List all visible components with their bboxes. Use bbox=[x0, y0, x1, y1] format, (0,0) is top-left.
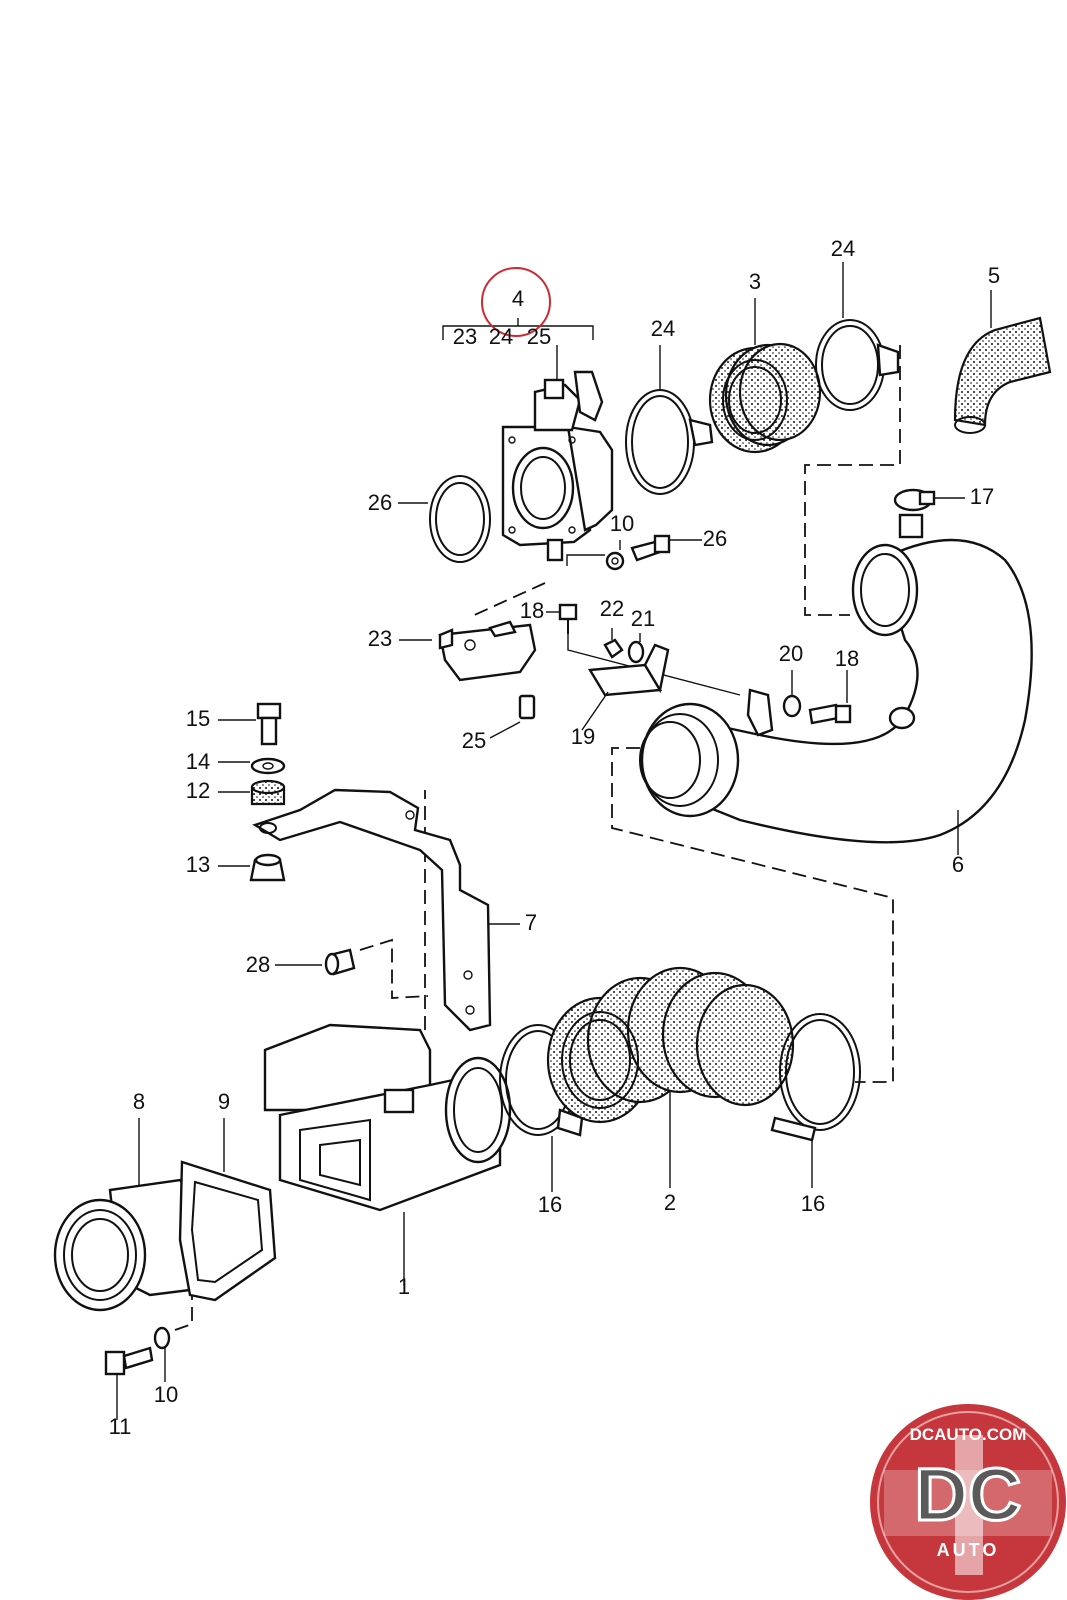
part-7-support-bracket bbox=[252, 788, 520, 1032]
callout-20: 20 bbox=[779, 641, 803, 666]
callout-1: 1 bbox=[398, 1274, 410, 1299]
part-10-washer bbox=[153, 1296, 193, 1382]
part-5-breather-hose bbox=[953, 290, 1052, 434]
part-17-small-clamp bbox=[893, 488, 965, 512]
part-4-throttle-body bbox=[501, 345, 614, 562]
part-24-hose-clamp-left bbox=[625, 345, 714, 495]
callout-4: 4 bbox=[512, 286, 524, 311]
part-28-grommet bbox=[275, 948, 356, 976]
callout-18: 18 bbox=[835, 646, 859, 671]
part-6-intake-elbow bbox=[639, 513, 1033, 855]
callout-16: 16 bbox=[538, 1192, 562, 1217]
part-15-bolt bbox=[218, 702, 282, 746]
callout-18: 18 bbox=[520, 598, 544, 623]
assembly-lines bbox=[359, 345, 901, 1083]
callout-3: 3 bbox=[749, 269, 761, 294]
callout-6: 6 bbox=[952, 852, 964, 877]
highlight-circle bbox=[481, 267, 551, 337]
part-11-bolt bbox=[104, 1346, 154, 1420]
callout-8: 8 bbox=[133, 1089, 145, 1114]
callout-bracket-4 bbox=[442, 267, 594, 340]
watermark-letters: DC bbox=[915, 1453, 1022, 1536]
callout-16: 16 bbox=[801, 1191, 825, 1216]
callout-24: 24 bbox=[831, 236, 855, 261]
part-18-22-21-hardware bbox=[546, 603, 645, 664]
callout-24: 24 bbox=[489, 324, 513, 349]
callout-7: 7 bbox=[525, 910, 537, 935]
callout-10: 10 bbox=[154, 1382, 178, 1407]
callout-17: 17 bbox=[970, 484, 994, 509]
part-26-o-ring bbox=[398, 475, 491, 563]
part-1-air-flow-meter bbox=[263, 1023, 512, 1286]
callout-2: 2 bbox=[664, 1190, 676, 1215]
watermark-top-text: DCAUTO.COM bbox=[910, 1425, 1027, 1444]
callout-19: 19 bbox=[571, 724, 595, 749]
part-2-intake-bellows bbox=[546, 966, 795, 1188]
callout-13: 13 bbox=[186, 852, 210, 877]
callout-5: 5 bbox=[988, 263, 1000, 288]
watermark-bottom-text: AUTO bbox=[937, 1540, 1000, 1560]
dcauto-watermark-logo: DCAUTO.COM DC AUTO bbox=[870, 1404, 1066, 1600]
part-19-bracket bbox=[581, 643, 670, 731]
part-3-rubber-connector bbox=[708, 298, 822, 454]
callout-labels: 4 23 24 25 24 3 24 5 26 10 26 17 18 22 2… bbox=[109, 236, 1001, 1439]
callout-21: 21 bbox=[631, 606, 655, 631]
callout-11: 11 bbox=[109, 1414, 132, 1439]
part-12-rubber-mount bbox=[218, 779, 286, 806]
callout-10: 10 bbox=[610, 511, 634, 536]
part-9-gasket bbox=[178, 1118, 277, 1302]
part-16-hose-clamp-right bbox=[770, 1013, 861, 1188]
callout-26: 26 bbox=[368, 490, 392, 515]
part-10-26-screw-washer bbox=[605, 534, 702, 571]
callout-15: 15 bbox=[186, 706, 210, 731]
callout-22: 22 bbox=[600, 596, 624, 621]
callout-9: 9 bbox=[218, 1089, 230, 1114]
callout-23: 23 bbox=[453, 324, 477, 349]
callout-25: 25 bbox=[462, 728, 486, 753]
callout-14: 14 bbox=[186, 749, 210, 774]
part-24-hose-clamp-right bbox=[815, 262, 900, 411]
callout-24: 24 bbox=[651, 316, 675, 341]
part-23-throttle-switch bbox=[399, 620, 537, 682]
part-25-screw bbox=[489, 694, 536, 739]
callout-12: 12 bbox=[186, 778, 210, 803]
callout-25: 25 bbox=[527, 324, 551, 349]
part-13-bushing bbox=[218, 853, 286, 882]
callout-28: 28 bbox=[246, 952, 270, 977]
part-20-18-bolt-washer bbox=[746, 670, 852, 737]
part-14-washer bbox=[218, 757, 286, 775]
callout-26: 26 bbox=[703, 526, 727, 551]
callout-23: 23 bbox=[368, 626, 392, 651]
